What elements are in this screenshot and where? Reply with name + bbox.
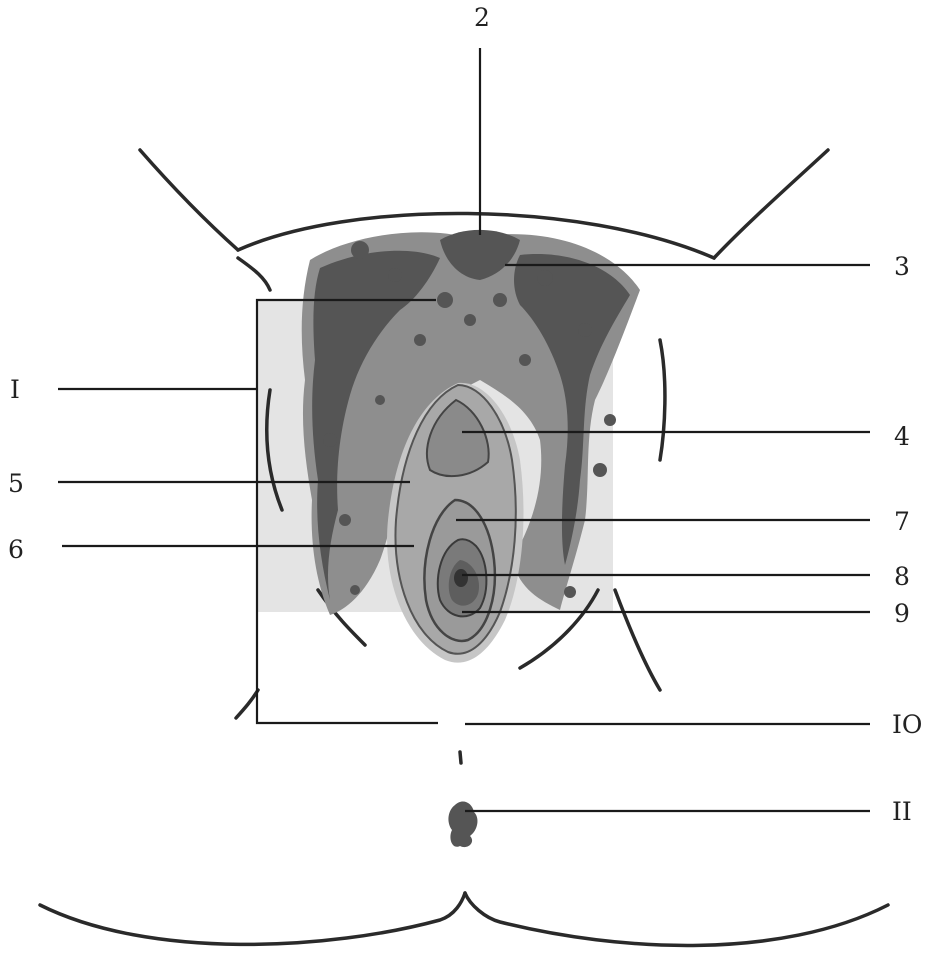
label-8: 8 [894, 562, 910, 591]
label-1: I [10, 375, 20, 404]
label-3: 3 [894, 252, 910, 281]
label-4: 4 [894, 422, 910, 451]
label-5: 5 [8, 469, 24, 498]
label-2: 2 [474, 3, 490, 32]
label-11: II [892, 797, 912, 826]
anus-mark [448, 801, 477, 847]
label-6: 6 [8, 535, 24, 564]
label-7: 7 [894, 507, 910, 536]
label-9: 9 [894, 599, 910, 628]
label-10: IO [892, 710, 922, 739]
